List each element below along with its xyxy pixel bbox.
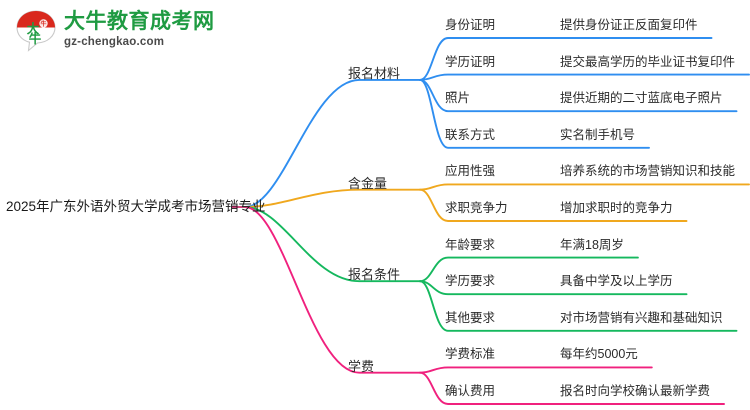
mindmap-sub-label: 其他要求: [445, 310, 496, 325]
logo-company-name: 大牛教育成考网: [64, 10, 215, 33]
mindmap-desc-label: 实名制手机号: [560, 127, 636, 142]
logo-domain: gz-chengkao.com: [64, 36, 165, 48]
logo-text: 大牛教育成考网 gz-chengkao.com: [64, 10, 215, 50]
mindmap-sub-label: 学历要求: [445, 274, 496, 289]
mindmap-desc-label: 对市场营销有兴趣和基础知识: [560, 310, 723, 325]
mindmap-sub-label: 年龄要求: [445, 237, 496, 252]
svg-text:牛: 牛: [40, 20, 46, 28]
mindmap-branch-label: 学费: [348, 358, 375, 374]
mindmap-sub-label: 应用性强: [445, 164, 496, 179]
mindmap-sub-label: 求职竞争力: [445, 201, 508, 215]
mindmap-desc-label: 每年约5000元: [560, 347, 638, 362]
mindmap-root-node: 2025年广东外语外贸大学成考市场营销专业: [6, 199, 266, 214]
mindmap-desc-label: 增加求职时的竞争力: [560, 201, 673, 215]
svg-text:牛: 牛: [29, 31, 42, 46]
mindmap-desc-label: 培养系统的市场营销知识和技能: [560, 164, 736, 179]
mindmap-branch-label: 报名材料: [348, 65, 401, 81]
mindmap-sub-label: 确认费用: [445, 384, 496, 398]
svg-text:大: 大: [27, 21, 40, 36]
mindmap-sub-label: 学历证明: [445, 54, 496, 69]
site-logo: 牛 大 牛 大牛教育成考网 gz-chengkao.com: [14, 8, 215, 54]
mindmap-branch-label: 含金量: [348, 175, 388, 191]
mindmap-branch-label: 报名条件: [348, 267, 401, 283]
mindmap-desc-label: 报名时向学校确认最新学费: [560, 384, 711, 398]
mindmap-sub-label: 学费标准: [445, 347, 496, 362]
mindmap-desc-label: 年满18周岁: [560, 237, 624, 252]
mindmap-desc-label: 具备中学及以上学历: [560, 274, 673, 289]
mindmap-sub-label: 身份证明: [445, 18, 496, 32]
mindmap-desc-label: 提供身份证正反面复印件: [560, 18, 698, 32]
mindmap-sub-label: 照片: [445, 91, 471, 106]
logo-mark-icon: 牛 大 牛: [16, 10, 56, 52]
mindmap-desc-label: 提交最高学历的毕业证书复印件: [560, 54, 736, 69]
mindmap-desc-label: 提供近期的二寸蓝底电子照片: [560, 91, 723, 106]
mindmap-sub-label: 联系方式: [445, 127, 496, 142]
